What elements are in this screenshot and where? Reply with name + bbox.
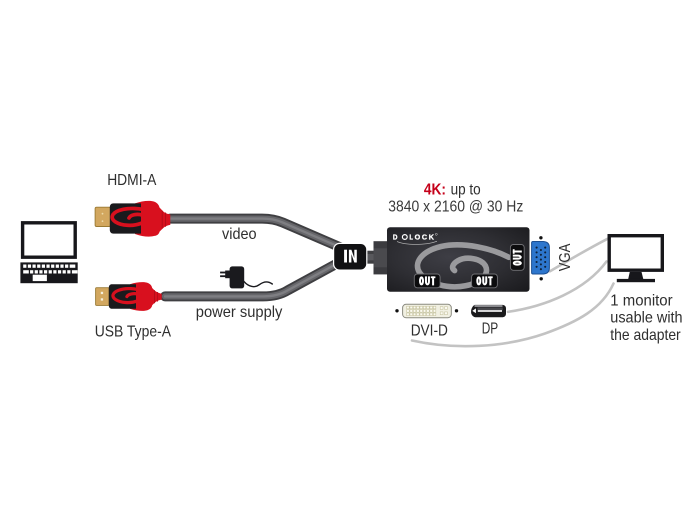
svg-text:3840 x 2160 @ 30 Hz: 3840 x 2160 @ 30 Hz (388, 199, 523, 216)
svg-text:K: K (429, 233, 435, 242)
svg-text:DP: DP (482, 321, 499, 338)
svg-text:C: C (422, 233, 428, 242)
svg-text:O: O (415, 233, 421, 242)
svg-text:USB Type-A: USB Type-A (95, 323, 172, 340)
svg-text:VGA: VGA (557, 243, 574, 271)
svg-text:DVI-D: DVI-D (411, 322, 448, 339)
svg-text:HDMI-A: HDMI-A (107, 172, 157, 189)
svg-text:1 monitor: 1 monitor (610, 292, 672, 309)
svg-text:up to: up to (451, 181, 481, 198)
svg-text:D: D (393, 233, 398, 242)
svg-text:usable with: usable with (610, 310, 682, 327)
svg-text:the adapter: the adapter (610, 327, 680, 344)
svg-text:video: video (222, 226, 257, 243)
svg-text:power supply: power supply (196, 304, 283, 321)
svg-text:4K:: 4K: (424, 181, 446, 198)
svg-text:L: L (409, 233, 413, 242)
